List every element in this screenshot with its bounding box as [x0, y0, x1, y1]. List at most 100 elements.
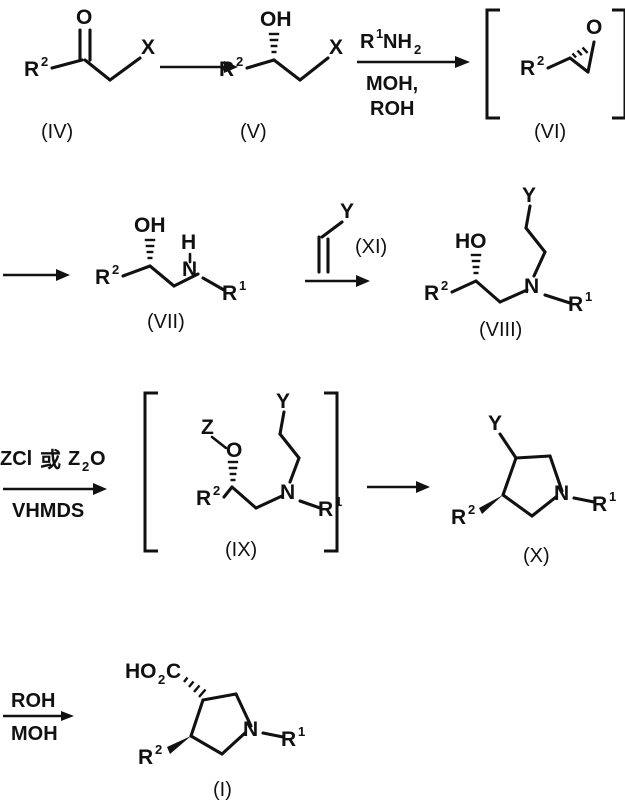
- bond-ch-ch2-ix: [230, 485, 258, 510]
- bond-ring-top-i: [201, 692, 238, 702]
- reaction-arrow-7: ROH MOH: [3, 690, 74, 745]
- reagent-above-arrow-2-subscript: 2: [414, 42, 421, 57]
- bracket-right-vi: [612, 8, 625, 120]
- bond-n-r1-i: [261, 731, 285, 739]
- bond-ch2-n-ix: [254, 494, 284, 510]
- bond-n-ch2-ix: [288, 456, 301, 484]
- bond-n-r1-viii: [543, 293, 572, 305]
- compound-label-v: (V): [240, 121, 267, 143]
- reaction-arrow-1: [160, 61, 238, 73]
- bracket-right-ix: [324, 391, 339, 553]
- reagent-above-arrow-5-part1: ZCl: [0, 448, 32, 470]
- bond-ring-left-x: [501, 456, 518, 497]
- atom-label-r2-vi: R: [520, 57, 535, 80]
- atom-label-r2-i: R: [138, 746, 153, 769]
- reagent-above-arrow-7: ROH: [11, 690, 55, 712]
- bond-r2-ch-ix: [222, 485, 234, 499]
- atom-label-acid-subscript-i: 2: [158, 672, 165, 687]
- reagent-above-arrow-5-tail: O: [90, 448, 106, 470]
- bond-ch2-o-vi: [586, 40, 596, 74]
- compound-iv: R 2 O X (IV): [24, 6, 155, 143]
- atom-label-acid-c-i: C: [166, 660, 181, 683]
- reagent-below-arrow-5: VHMDS: [12, 500, 84, 522]
- atom-label-n-ix: N: [280, 481, 295, 504]
- atom-label-acid-ho-i: HO: [125, 660, 157, 683]
- compound-vi: R 2 O (VI): [485, 8, 625, 143]
- compound-viii: R 2 HO N Y R 1 (VIII): [424, 184, 592, 341]
- atom-superscript-r1-vii: 1: [239, 278, 246, 293]
- bond-n-r1-ix: [298, 499, 322, 510]
- reaction-arrow-3: [3, 269, 70, 281]
- hash-wedge-o-vi: [571, 46, 589, 59]
- bond-ring-bottomleft-x: [501, 493, 534, 518]
- bond-ch-ch2-v: [272, 58, 302, 82]
- atom-label-oh-v: OH: [260, 8, 292, 31]
- atom-label-r1-x: R: [592, 493, 607, 516]
- atom-label-r2-ix: R: [196, 487, 211, 510]
- bond-n-r1-x: [572, 496, 596, 504]
- atom-superscript-r1-ix: 1: [335, 494, 342, 509]
- bracket-left-vi: [485, 8, 500, 120]
- arrow-5-head: [93, 483, 107, 495]
- compound-label-xi: (XI): [355, 236, 387, 258]
- compound-x: N R 1 Y R 2 (X): [451, 412, 616, 567]
- arrow-3-head: [56, 269, 70, 281]
- atom-label-x-v: X: [329, 36, 343, 59]
- atom-label-oh-vii: OH: [134, 214, 166, 237]
- bond-r2-ch-v: [245, 58, 276, 70]
- bond-ring-base-vi: [568, 56, 590, 74]
- atom-superscript-r2-ix: 2: [213, 483, 220, 498]
- hash-wedge-o-ix: [227, 460, 239, 482]
- atom-label-r1-viii: R: [568, 293, 583, 316]
- compound-label-i: (I): [213, 779, 232, 800]
- reagent-above-arrow-5-part2: Z: [68, 448, 80, 470]
- reaction-arrow-6: [367, 481, 430, 493]
- arrow-6-head: [416, 481, 430, 493]
- compound-i: HO 2 C N R 1 R 2 (I): [125, 660, 305, 800]
- bond-ch2-y-ix: [278, 410, 286, 436]
- atom-label-o-ix: O: [226, 439, 242, 462]
- atom-label-y-viii: Y: [522, 184, 536, 207]
- atom-superscript-r2-x: 2: [468, 502, 475, 517]
- atom-label-y-xi: Y: [340, 200, 354, 223]
- reagent-above-arrow-2-rest: NH: [383, 31, 412, 53]
- bond-ring-right-i: [234, 692, 253, 728]
- arrow-1-head: [224, 61, 238, 73]
- atom-label-y-x: Y: [488, 412, 502, 435]
- bond-ring-bottomright-x: [530, 495, 558, 518]
- atom-label-z-ix: Z: [201, 416, 214, 439]
- atom-superscript-r2-vi: 2: [537, 53, 544, 68]
- wedge-r2-i: [167, 736, 191, 754]
- bond-ch-ch2-viii: [474, 279, 502, 304]
- reagent-below-arrow-7: MOH: [11, 723, 58, 745]
- bond-r2-ch-vii: [121, 264, 152, 278]
- reagent-below-arrow-2-line2: ROH: [370, 98, 414, 120]
- hash-wedge-ho-viii: [470, 253, 482, 275]
- atom-superscript-r2-v: 2: [236, 54, 243, 69]
- atom-superscript-r1-i: 1: [298, 724, 305, 739]
- atom-label-ho-viii: HO: [455, 230, 487, 253]
- atom-label-r2-vii: R: [95, 266, 110, 289]
- bond-ch2-ch2-ix: [278, 432, 301, 460]
- atom-label-y-ix: Y: [276, 390, 290, 413]
- atom-label-n-x: N: [554, 482, 569, 505]
- arrow-7-head: [61, 711, 74, 721]
- atom-label-n-i: N: [243, 718, 258, 741]
- bond-ch2-x-v: [298, 56, 330, 82]
- compound-label-iv: (IV): [41, 121, 73, 143]
- bond-n-ch2-viii: [532, 250, 547, 278]
- atom-label-r1-ix: R: [318, 498, 333, 521]
- compound-label-viii: (VIII): [479, 319, 522, 341]
- atom-superscript-r1-viii: 1: [585, 289, 592, 304]
- reagent-above-arrow-5-subscript: 2: [82, 459, 89, 474]
- bond-ch2-ch2-viii: [524, 226, 547, 254]
- bond-n-r1-vii: [201, 276, 226, 292]
- atom-label-r2-viii: R: [424, 282, 439, 305]
- compound-ix: R 2 O Z N Y R 1 (IX): [143, 390, 342, 561]
- hash-wedge-oh-v: [268, 32, 280, 54]
- reagent-above-arrow-2-main: R: [360, 31, 375, 53]
- reagent-above-arrow-5-cjk: 或: [40, 448, 61, 472]
- bond-ch2-y-viii: [524, 204, 532, 230]
- atom-superscript-r2-viii: 2: [441, 278, 448, 293]
